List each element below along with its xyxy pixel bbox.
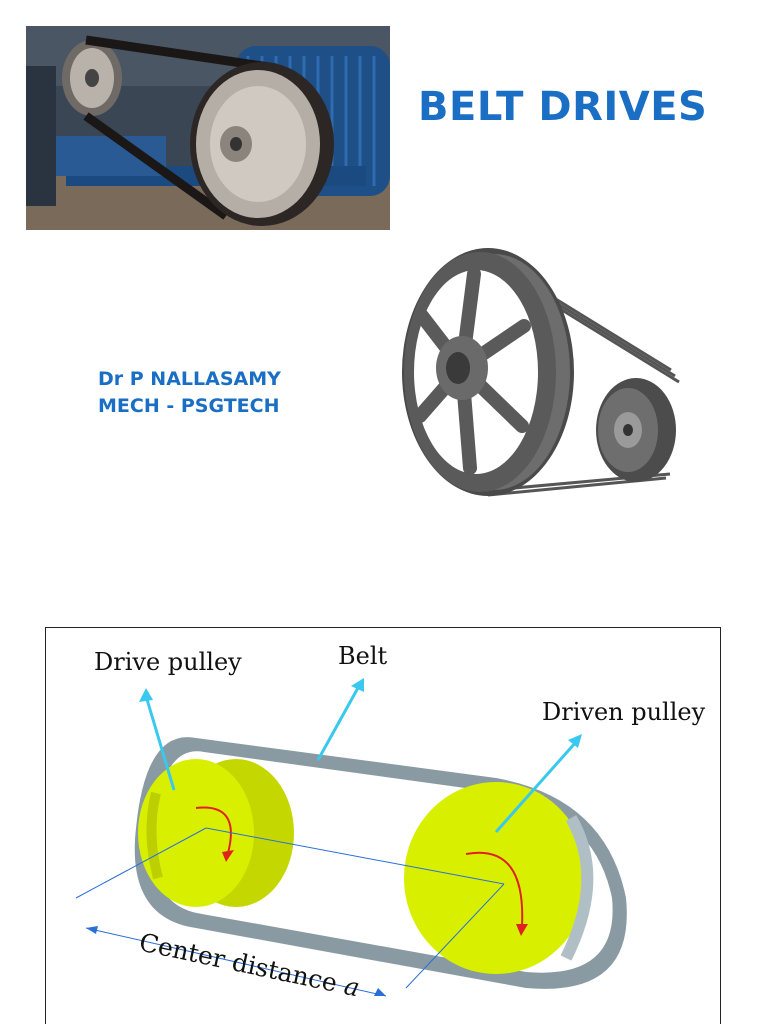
author-name: Dr P NALLASAMY — [98, 368, 281, 390]
v-belt-pulley-illustration — [396, 240, 726, 505]
belt-drive-diagram: Drive pulley Belt Driven pulley Center d… — [45, 627, 721, 1024]
driven-pulley — [404, 782, 588, 974]
label-driven-pulley: Driven pulley — [542, 698, 706, 726]
rotation-arrow-drive — [222, 850, 234, 862]
label-drive-pulley: Drive pulley — [94, 648, 242, 676]
rotation-arrow-driven — [516, 924, 528, 936]
drive-pulley-arrow — [139, 688, 153, 702]
industrial-belt-drive-photo — [26, 26, 390, 230]
belt-arrow — [351, 678, 364, 692]
author-block: Dr P NALLASAMY MECH - PSGTECH — [98, 366, 281, 420]
page-title: BELT DRIVES — [418, 84, 708, 130]
driven-pulley-arrow — [568, 734, 582, 748]
author-dept: MECH - PSGTECH — [98, 395, 280, 417]
label-belt: Belt — [338, 642, 388, 670]
